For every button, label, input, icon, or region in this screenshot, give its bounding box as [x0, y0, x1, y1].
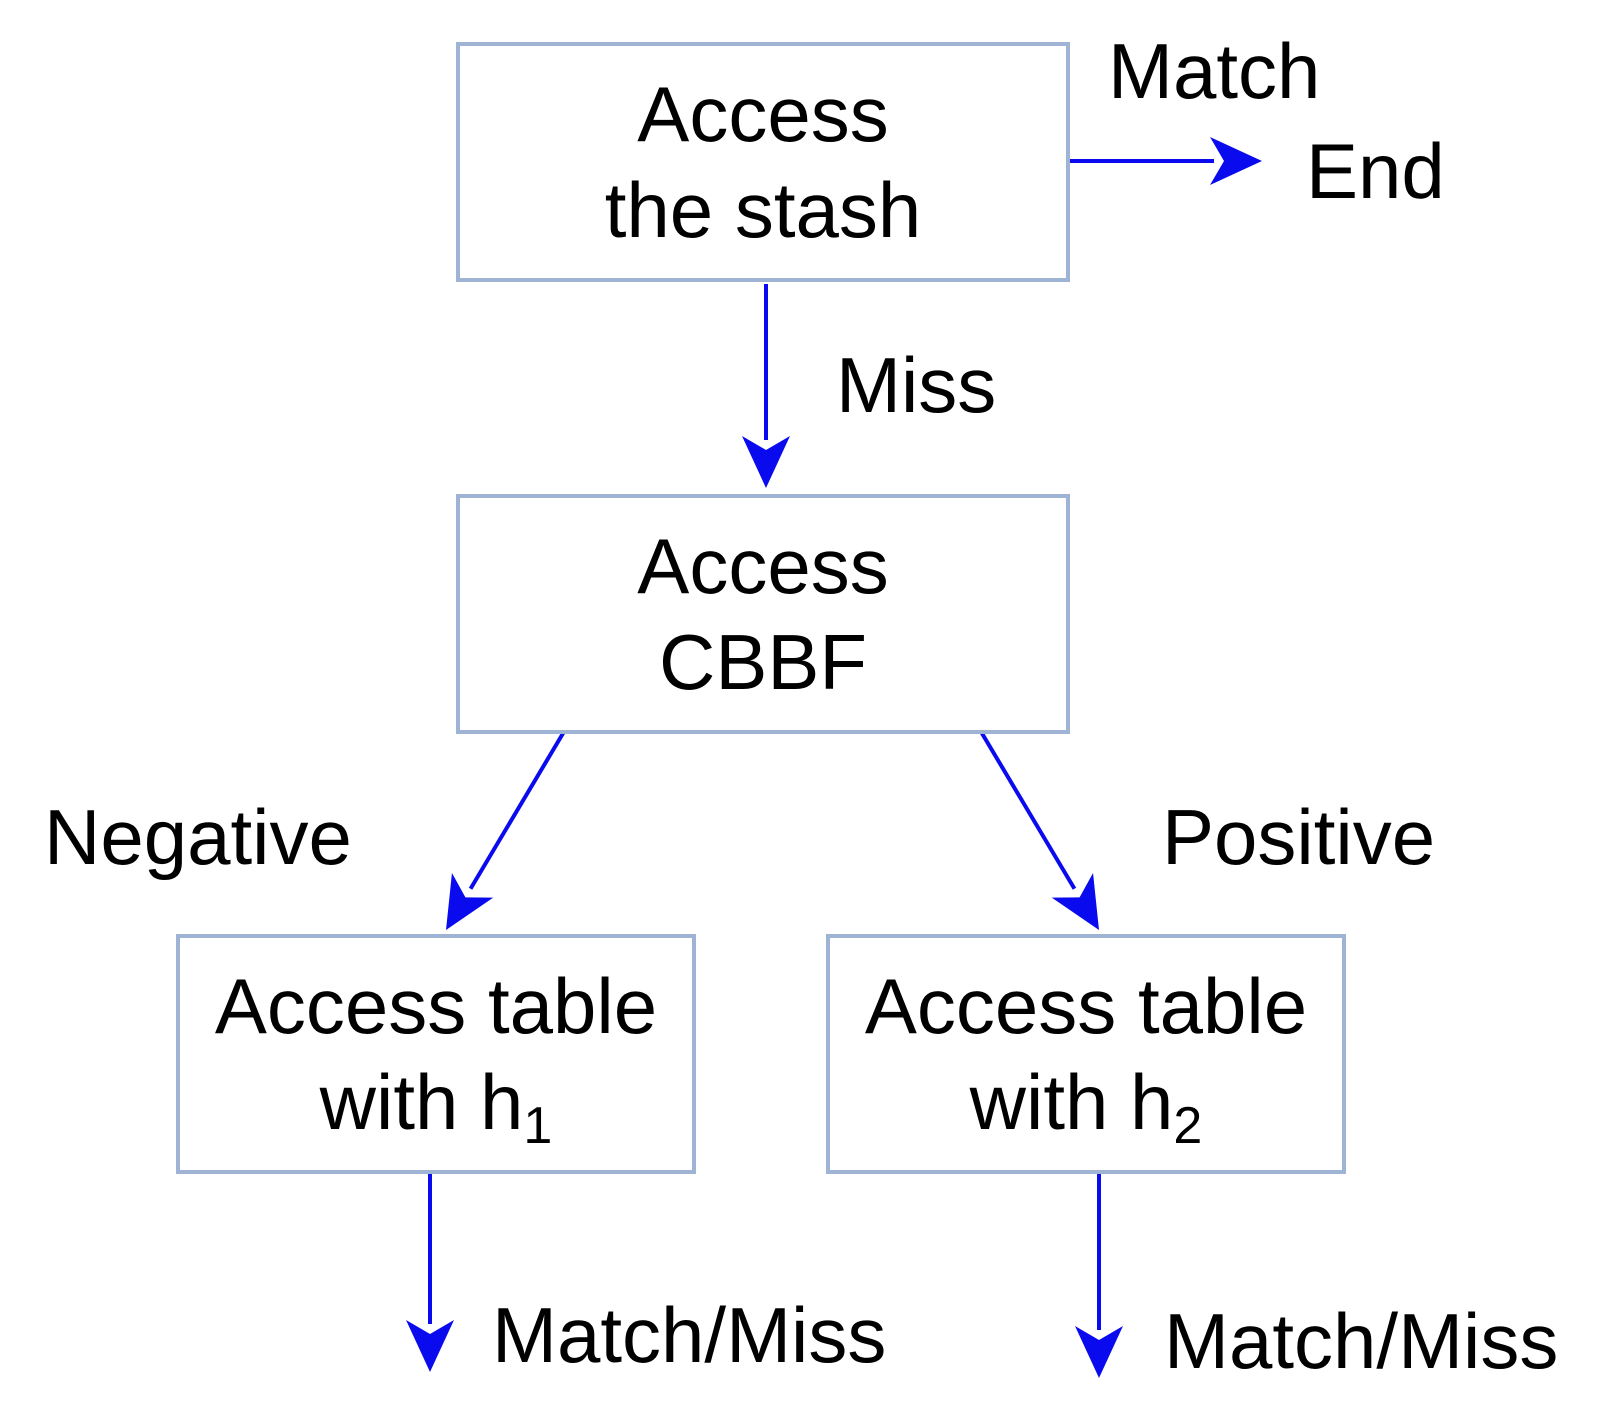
arrow-h2-out-head: [1075, 1326, 1123, 1378]
arrow-stash-to-end-head: [1210, 137, 1262, 185]
arrow-cbbf-to-h2-line: [978, 728, 1077, 890]
node-access-table-h2-with-h: with h: [969, 1058, 1174, 1146]
edge-label-miss: Miss: [836, 341, 997, 429]
edge-label-match-miss-right: Match/Miss: [1164, 1297, 1559, 1385]
edge-label-negative: Negative: [44, 793, 352, 881]
arrow-cbbf-to-h2-head: [1051, 873, 1099, 930]
edge-label-end: End: [1306, 127, 1445, 215]
node-access-cbbf: Access CBBF: [456, 494, 1070, 734]
arrow-stash-to-cbbf-head: [742, 436, 790, 488]
node-access-table-h1-line1: Access table: [214, 962, 658, 1050]
arrows-layer: [406, 137, 1262, 1378]
node-access-table-h2-line1: Access table: [864, 962, 1308, 1050]
edge-label-positive: Positive: [1162, 793, 1436, 881]
node-access-table-h2-line2: with h2: [969, 1054, 1203, 1152]
node-access-cbbf-line1: Access: [637, 522, 889, 610]
edge-label-match-miss-left: Match/Miss: [492, 1291, 887, 1379]
node-access-stash: Access the stash: [456, 42, 1070, 282]
node-access-stash-line1: Access: [637, 70, 889, 158]
node-access-table-h1-subscript: 1: [523, 1097, 553, 1155]
node-access-table-h1-line2: with h1: [319, 1054, 553, 1152]
arrow-cbbf-to-h1-line: [468, 728, 567, 890]
arrow-cbbf-to-h1-head: [446, 873, 494, 930]
edge-label-match: Match: [1108, 27, 1321, 115]
node-access-cbbf-line2: CBBF: [658, 618, 868, 706]
node-access-table-h1: Access table with h1: [176, 934, 696, 1174]
node-access-table-h2-subscript: 2: [1173, 1097, 1203, 1155]
arrow-h1-out-head: [406, 1320, 454, 1372]
node-access-table-h1-with-h: with h: [319, 1058, 524, 1146]
node-access-table-h2: Access table with h2: [826, 934, 1346, 1174]
node-access-stash-line2: the stash: [604, 166, 922, 254]
